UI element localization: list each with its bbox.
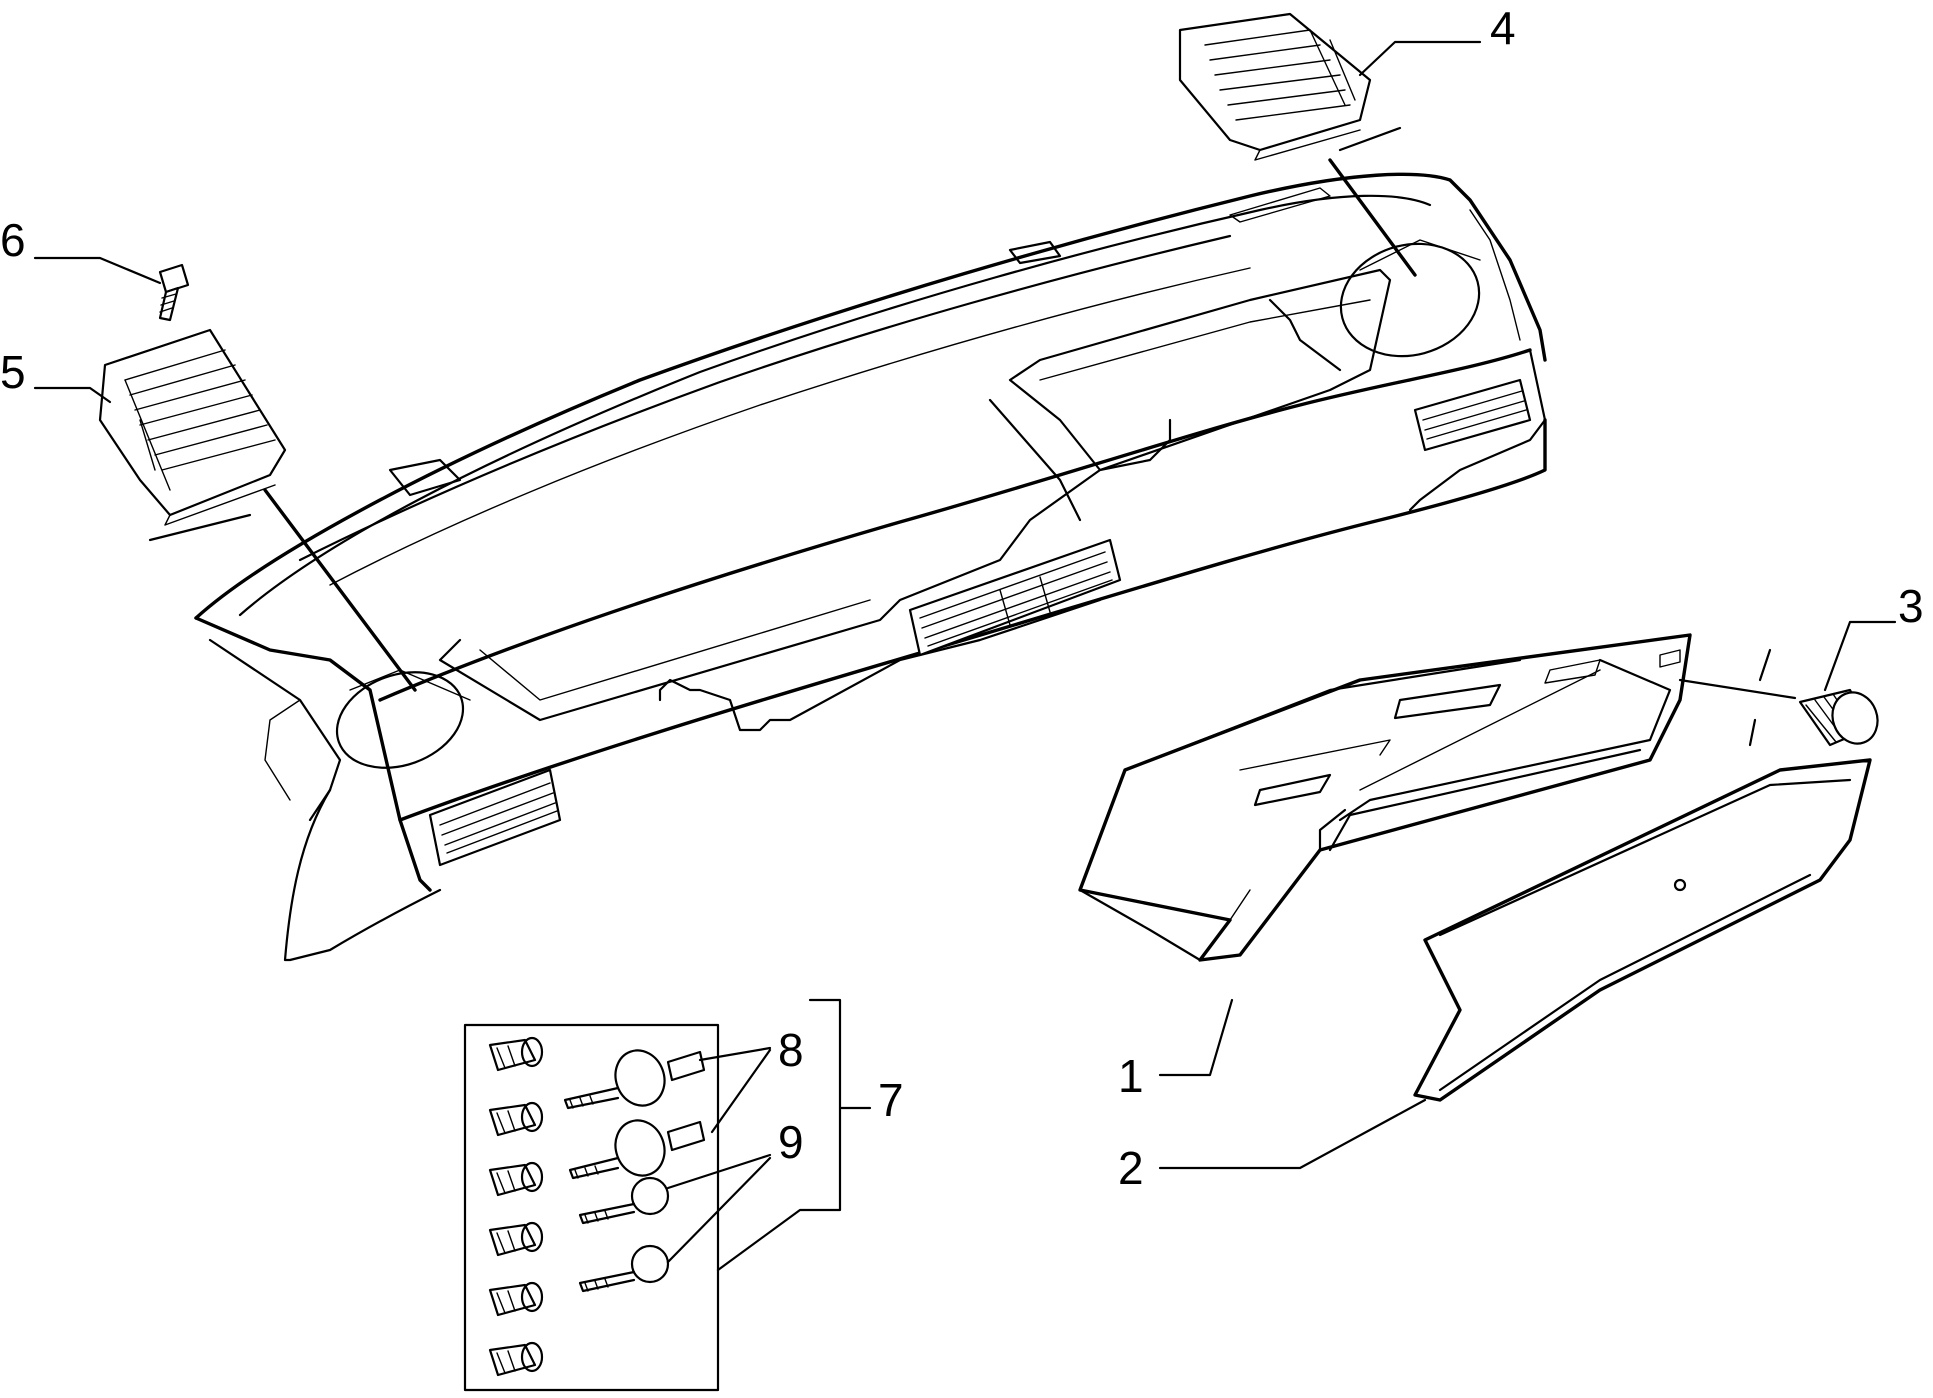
callout-3: 3 [1898,580,1924,632]
callout-labels: 1 2 3 4 5 6 7 8 9 [0,2,1924,1194]
right-air-vent [1413,378,1532,452]
callout-6: 6 [0,214,26,266]
keys-with-tags [563,1049,706,1180]
callout-2: 2 [1118,1142,1144,1194]
callout-5: 5 [0,346,26,398]
lock-barrels [488,1036,544,1377]
speaker-grille-right [1178,12,1372,161]
callout-8: 8 [778,1024,804,1076]
left-air-vent [428,768,562,867]
glovebox-lid [1413,758,1872,1102]
callout-4: 4 [1490,2,1516,54]
glovebox-tray [1078,633,1692,962]
leader-lines [33,40,1897,1272]
plain-keys [578,1176,670,1293]
speaker-grille-left [98,328,287,526]
callout-1: 1 [1118,1050,1144,1102]
dashboard-panel [194,172,1547,962]
pointer-grille-left [263,488,417,692]
callout-9: 9 [778,1116,804,1168]
callout-7: 7 [878,1074,904,1126]
pointer-grille-right [1328,158,1417,277]
lock-knob [1678,648,1879,747]
screw [158,263,190,322]
lock-key-kit [463,1023,720,1392]
centre-air-vent [908,538,1122,657]
